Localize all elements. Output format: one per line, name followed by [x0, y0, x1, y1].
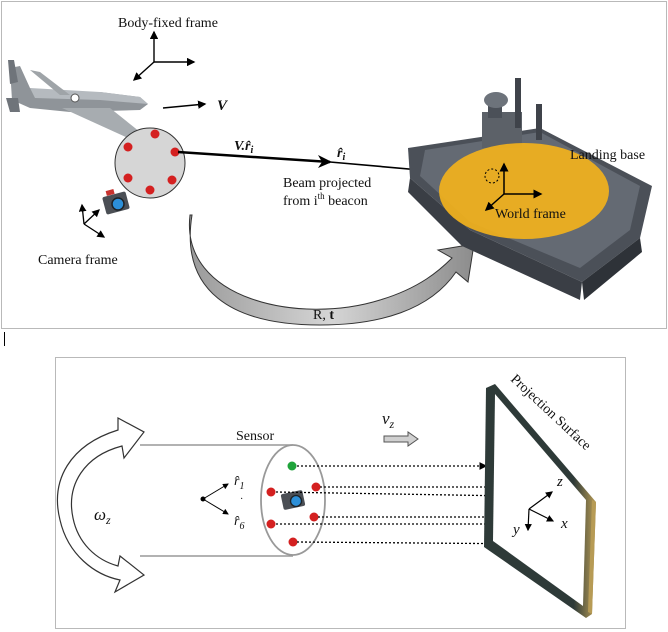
r1-label: r̂1: [234, 474, 244, 492]
axis-y-label: y: [511, 522, 520, 538]
beacon-dot: [167, 175, 177, 185]
omega-label: ωz: [94, 505, 111, 527]
r1-vector: [202, 483, 229, 500]
camera-icon: [102, 189, 130, 215]
beacon-green: [287, 461, 297, 471]
vz-arrow: [383, 431, 419, 447]
transform-label: R, t: [313, 308, 334, 323]
velocity-arrow: [162, 100, 207, 109]
beacon-dot: [123, 173, 133, 183]
beacon-dot: [170, 147, 180, 157]
sensor-camera-icon: [280, 490, 306, 510]
beam-caption-line1: Beam projected: [283, 176, 371, 191]
beacon-dot: [123, 142, 133, 152]
velocity-label: V: [217, 98, 229, 114]
beacon-dot: [311, 482, 321, 492]
body-frame-label: Body-fixed frame: [118, 16, 218, 31]
rotation-arrow: [56, 416, 146, 594]
body-frame-axes: [132, 30, 196, 81]
r6-vector: [202, 498, 229, 515]
beam-arrowhead: [318, 155, 332, 168]
beacon-dot: [309, 512, 319, 522]
landing-pad: [439, 143, 609, 239]
beacon-dot: [266, 487, 276, 497]
beacon-dot: [266, 519, 276, 529]
world-frame-axes: [484, 162, 543, 211]
beam-dot-label: V.r̂i: [234, 139, 253, 156]
beacon-dot: [145, 185, 155, 195]
beacon-array: [114, 127, 186, 199]
beam-caption-line2: from ith beacon: [283, 191, 368, 209]
ellipsis-dots: ·: [240, 494, 243, 505]
world-frame-label: World frame: [495, 207, 566, 222]
surface-axes: [524, 491, 555, 532]
r6-label: r̂6: [234, 514, 244, 532]
beam-target: [484, 168, 500, 184]
landing-base-label: Landing base: [570, 148, 645, 163]
camera-frame-axes: [78, 203, 106, 238]
axis-z-label: z: [556, 474, 563, 490]
vz-label: vz: [382, 409, 395, 431]
beacon-dot: [150, 129, 160, 139]
tick-mark: [4, 332, 5, 346]
axis-x-label: x: [560, 516, 568, 532]
rhat-label: r̂i: [337, 146, 345, 163]
camera-frame-label: Camera frame: [38, 253, 118, 268]
sensor-label: Sensor: [236, 429, 274, 444]
beam-line-1: [177, 150, 331, 164]
transform-arrow: [189, 214, 475, 326]
beacon-dot: [288, 537, 298, 547]
